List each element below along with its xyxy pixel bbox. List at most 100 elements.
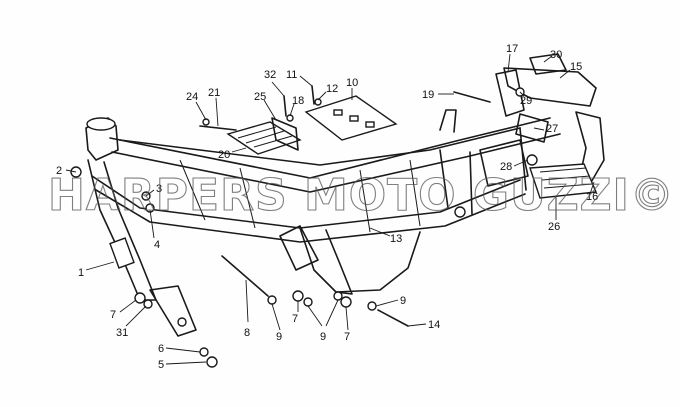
upper-tube-right: [111, 133, 561, 193]
callout-9a: 9: [400, 295, 406, 307]
leader-30: [543, 55, 553, 63]
callout-29: 29: [520, 95, 532, 107]
leader-32: [271, 81, 285, 97]
main-frame: [85, 109, 561, 337]
arm-27: [515, 113, 549, 143]
leader-16: [589, 181, 595, 195]
nut-5: [206, 356, 218, 368]
leader-28: [513, 159, 529, 167]
watermark: HARPERS MOTO GUZZI©: [48, 170, 675, 221]
leader-9-bolt8: [271, 303, 281, 331]
plate-15: [503, 67, 597, 107]
washer-9-bolt8: [267, 295, 277, 305]
callout-15: 15: [570, 61, 582, 73]
callout-5: 5: [158, 359, 164, 371]
long-bolt-8: [221, 255, 269, 297]
nut-7c: [340, 296, 352, 308]
callout-6: 6: [158, 343, 164, 355]
leader-2: [65, 169, 77, 173]
callout-30: 30: [550, 49, 562, 61]
upper-tube-left: [109, 117, 551, 179]
leader-12: [317, 91, 327, 101]
leader-9c: [325, 299, 339, 327]
bolt-14: [377, 309, 409, 327]
leader-29: [519, 91, 525, 97]
bushing-28: [526, 154, 538, 166]
leader-14: [407, 323, 427, 327]
leader-9b: [307, 305, 323, 327]
bracket-30: [529, 53, 567, 75]
screw-32: [283, 95, 287, 117]
leader-9a: [375, 299, 399, 307]
washer-9b: [303, 297, 313, 307]
bracket-hole: [177, 317, 187, 327]
cover-slot-b: [349, 115, 359, 122]
screw-24: [202, 118, 210, 126]
callout-28: 28: [500, 161, 512, 173]
callout-21: 21: [208, 87, 220, 99]
callout-10: 10: [346, 77, 358, 89]
nut-7a: [134, 292, 146, 304]
leader-20: [231, 147, 247, 153]
battery-tray: [226, 121, 302, 155]
leader-21: [215, 97, 219, 127]
leader-27: [533, 127, 545, 131]
callout-24: 24: [186, 91, 198, 103]
callout-labels: 1 2 3 4 5 6 7 7 7 8 9 9 9 10 11 12 13 14…: [56, 43, 598, 371]
leader-7c: [345, 306, 349, 331]
rear-upright: [439, 127, 527, 215]
footpeg-ribs: [539, 167, 593, 189]
rear-pivot: [454, 206, 466, 218]
leader-15: [559, 69, 571, 79]
washer-9a: [367, 301, 377, 311]
front-lower-bracket: [149, 285, 197, 337]
callout-16: 16: [586, 191, 598, 203]
callout-17: 17: [506, 43, 518, 55]
rear-bracket: [439, 109, 457, 133]
center-cradle: [335, 231, 421, 293]
leader-6: [165, 347, 201, 353]
steering-head-top: [86, 117, 116, 131]
leader-31: [125, 305, 147, 327]
battery-tray-ribs: [237, 126, 293, 148]
top-spine: [119, 127, 521, 166]
nut-7b: [292, 290, 304, 302]
callout-26: 26: [548, 221, 560, 233]
rod-21: [199, 125, 237, 131]
callout-27: 27: [546, 123, 558, 135]
rear-footrest-group: [453, 53, 605, 199]
washer-12: [314, 98, 322, 106]
callout-8: 8: [244, 327, 250, 339]
leader-11: [299, 75, 313, 87]
callout-4: 4: [154, 239, 160, 251]
callout-12: 12: [326, 83, 338, 95]
leader-4: [149, 209, 155, 239]
cover-slot-a: [333, 109, 343, 116]
callout-3: 3: [156, 183, 162, 195]
cover-slot-c: [365, 121, 375, 128]
callout-20: 20: [218, 149, 230, 161]
engine-mount-plate: [279, 225, 319, 271]
steering-head: [85, 117, 119, 161]
callout-2: 2: [56, 165, 62, 177]
loose-hardware: [70, 114, 409, 368]
washer-9c: [333, 291, 343, 301]
washer-6: [199, 347, 209, 357]
callout-19: 19: [422, 89, 434, 101]
callout-25: 25: [254, 91, 266, 103]
callout-11: 11: [286, 69, 297, 81]
cross-brace: [179, 159, 421, 233]
callout-31: 31: [116, 327, 128, 339]
battery-tray-group: [199, 85, 398, 155]
bolt-19: [453, 91, 491, 103]
callout-9c: 9: [320, 331, 326, 343]
leader-3: [145, 189, 155, 197]
callout-18: 18: [292, 95, 304, 107]
leader-24: [195, 101, 207, 121]
callout-7b: 7: [292, 313, 298, 325]
callout-7a: 7: [110, 309, 116, 321]
callout-14: 14: [428, 319, 440, 331]
leader-8: [245, 279, 249, 323]
